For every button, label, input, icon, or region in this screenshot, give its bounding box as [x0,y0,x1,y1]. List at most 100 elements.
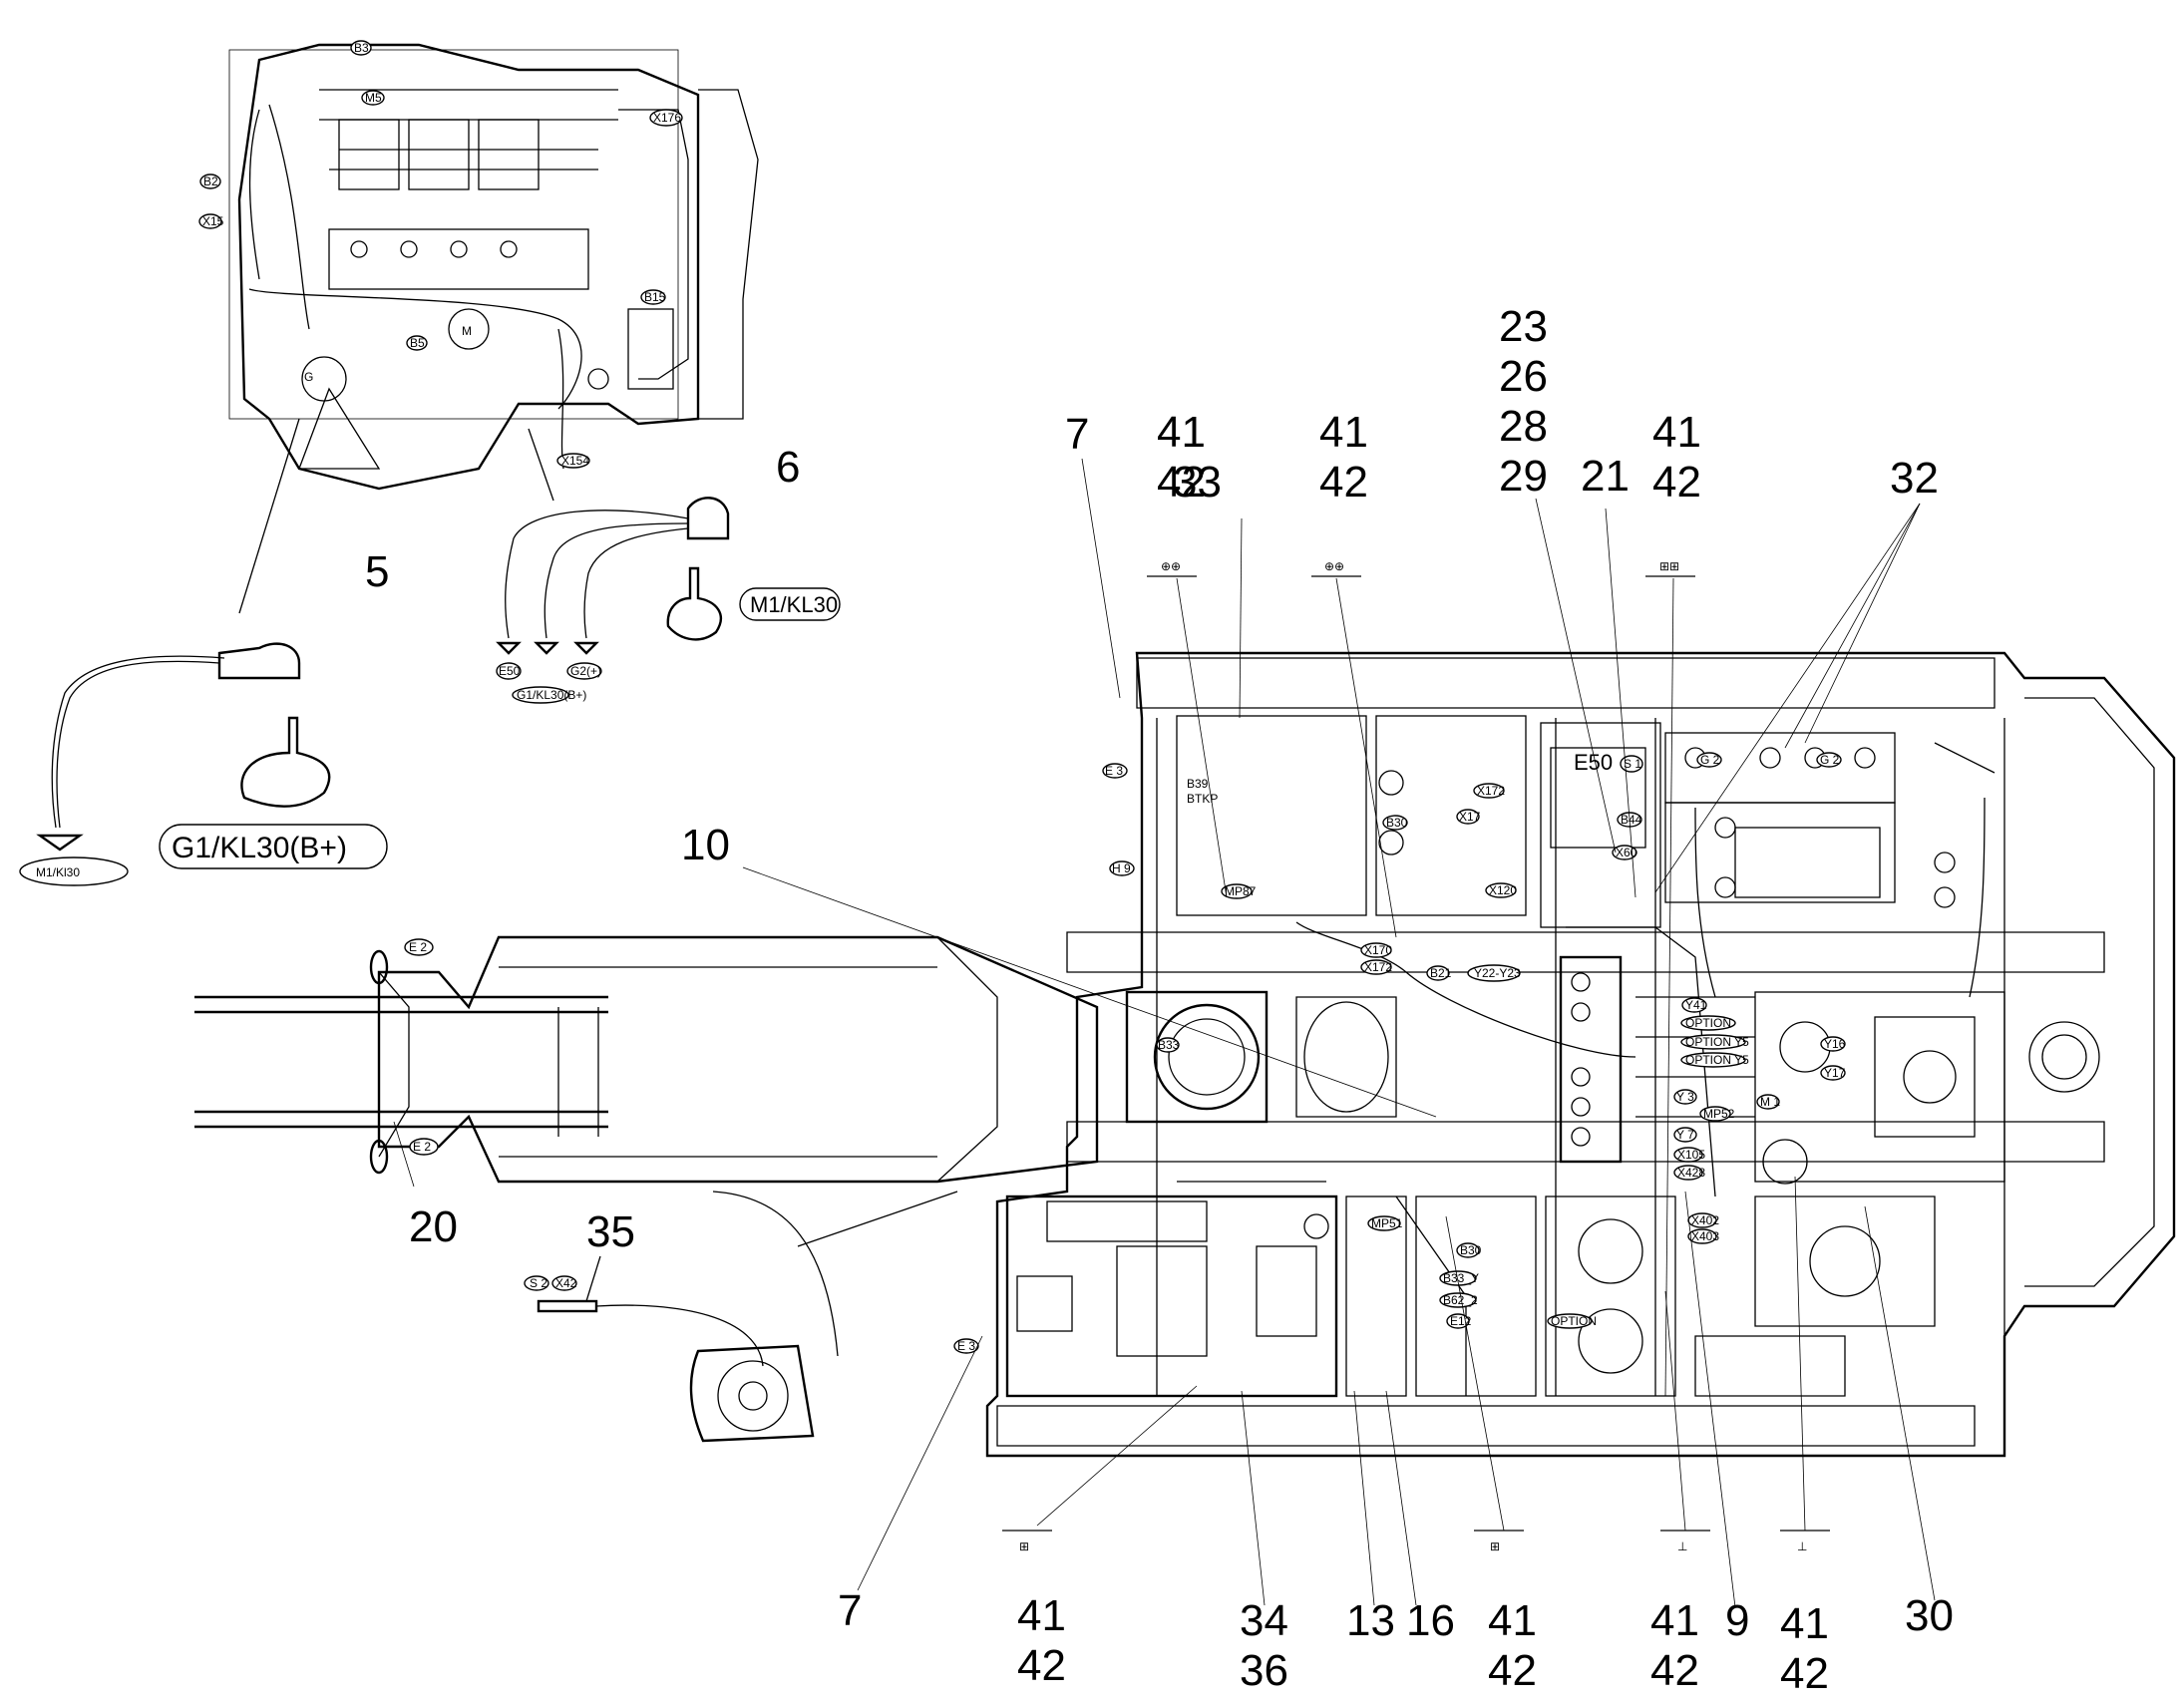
tag-s2: S 2 [530,1276,547,1290]
ground-symbols: ⊕⊕ ⊕⊕ ⊞⊞ ⊞ ⊞ ⊥ ⊥ [1002,559,1830,1553]
tag-e2-bot: E 2 [413,1140,431,1154]
tag-m5: M5 [365,91,382,105]
callout-26: 26 [1499,352,1548,401]
tag-mp51: MP51 [1371,1216,1403,1230]
tag-x60: X60 [1616,846,1637,859]
callout-41-f: 41 [1650,1596,1699,1645]
tag-x154: X154 [561,454,589,468]
callout-41-d: 41 [1017,1591,1066,1640]
tag-mp87: MP87 [1225,884,1257,898]
engine-tags: B3 M5 X176 B2 X15 B5 M B15 G X154 [198,40,683,469]
tag-b5: B5 [410,336,425,350]
terminal-e50 [496,662,522,680]
tag-g2b: G 2 [1820,753,1840,767]
tag-b33: B33 [1158,1038,1180,1052]
tag-btkp: BTKP [1187,792,1218,806]
tag-option: OPTION [1551,1314,1597,1328]
tag-m1: M 1 [1760,1095,1780,1109]
callout-13: 13 [1346,1596,1395,1645]
tag-x403: X403 [1691,1229,1719,1243]
tag-opt3: OPTION Y5 [1685,1053,1749,1067]
callout-23: 23 [1499,302,1548,351]
tag-y17: Y17 [1824,1066,1846,1080]
detail-6-cable [496,428,730,655]
callout-7-bottom: 7 [838,1586,862,1635]
chassis-tags: E 3 H 9 B39 BTKP MP87 B30 E50 S 1 X172 X… [953,750,1846,1354]
tag-x428: X428 [1677,1166,1705,1180]
callout-28: 28 [1499,402,1548,451]
tag-e3-top: E 3 [1105,764,1123,778]
tag-x105: X105 [1677,1148,1705,1162]
callout-42-c: 42 [1652,458,1701,507]
tag-b53: B33_Y [1443,1271,1479,1285]
callout-42-g: 42 [1780,1649,1829,1698]
svg-text:⊞: ⊞ [1490,1539,1500,1553]
tag-y16: Y16 [1824,1037,1846,1051]
tag-x172: X172 [1477,784,1505,798]
tag-s1: S 1 [1624,757,1641,771]
svg-text:⊕⊕: ⊕⊕ [1324,559,1344,573]
tag-y41: Y41 [1685,998,1707,1012]
callout-30: 30 [1905,1591,1954,1640]
tag-y7: Y 7 [1676,1128,1694,1142]
callout-42-e: 42 [1488,1646,1537,1695]
detail-5-cable [36,418,331,852]
tag-g: G [304,370,313,384]
tag-b30b: B30 [1460,1243,1482,1257]
svg-text:⊞: ⊞ [1019,1539,1029,1553]
callout-34: 34 [1240,1596,1288,1645]
tag-x176: X176 [653,111,681,125]
callout-7-top: 7 [1065,410,1089,459]
tag-x120: X120 [1489,883,1517,897]
tag-opt2: OPTION Y5 [1685,1035,1749,1049]
callout-35: 35 [586,1207,635,1256]
callout-41-b: 41 [1319,408,1368,457]
svg-text:⊕⊕: ⊕⊕ [1161,559,1181,573]
tag-x170: X170 [1364,943,1392,957]
callout-21: 21 [1581,452,1630,501]
label-g1-kl30: G1/KL30(B+) [172,832,347,864]
tag-b44: B44 [1621,813,1642,827]
callout-10: 10 [681,821,730,869]
label-m1-kl30-small: M1/Kl30 [36,865,80,879]
tag-y22-y23: Y22-Y23 [1474,966,1521,980]
terminal-m1-kl30 [739,587,841,621]
callout-41-c: 41 [1652,408,1701,457]
callout-20: 20 [409,1202,458,1251]
callout-29: 29 [1499,452,1548,501]
tag-b3: B3 [354,41,369,55]
tag-x172b: X172 [1364,960,1392,974]
callout-33: 33 [1173,458,1222,507]
svg-text:⊥: ⊥ [1677,1539,1687,1553]
tag-y3: Y 3 [1676,1090,1694,1104]
callout-42-d: 42 [1017,1641,1066,1690]
callout-6: 6 [776,443,800,492]
tag-x15: X15 [202,214,224,228]
svg-text:⊥: ⊥ [1797,1539,1807,1553]
tag-e3-low: E 3 [957,1339,975,1353]
tag-e2-top: E 2 [409,940,427,954]
tag-b62: B62_2 [1443,1293,1478,1307]
terminal-g1-kl30 [159,824,388,869]
label-g2: G2(+) [570,664,601,678]
tag-opt1: OPTION [1685,1016,1731,1030]
svg-text:⊞⊞: ⊞⊞ [1659,559,1679,573]
callout-41-e: 41 [1488,1596,1537,1645]
callout-16: 16 [1406,1596,1455,1645]
tag-g2a: G 2 [1700,753,1720,767]
tag-x42: X42 [555,1276,577,1290]
machine-chassis [985,651,2176,1458]
tag-x402: X402 [1691,1213,1719,1227]
tag-b2: B2 [203,174,218,188]
detail-35-sensor [537,1191,958,1443]
callout-9: 9 [1725,1596,1749,1645]
tag-m: M [462,324,472,338]
terminal-m1-kl30-small [19,856,129,886]
callout-42-a: 42 [1157,458,1206,507]
label-m1-kl30: M1/KL30 [750,592,838,617]
leader-lines [393,458,1936,1608]
callout-36: 36 [1240,1646,1288,1695]
tag-b15: B15 [644,290,666,304]
